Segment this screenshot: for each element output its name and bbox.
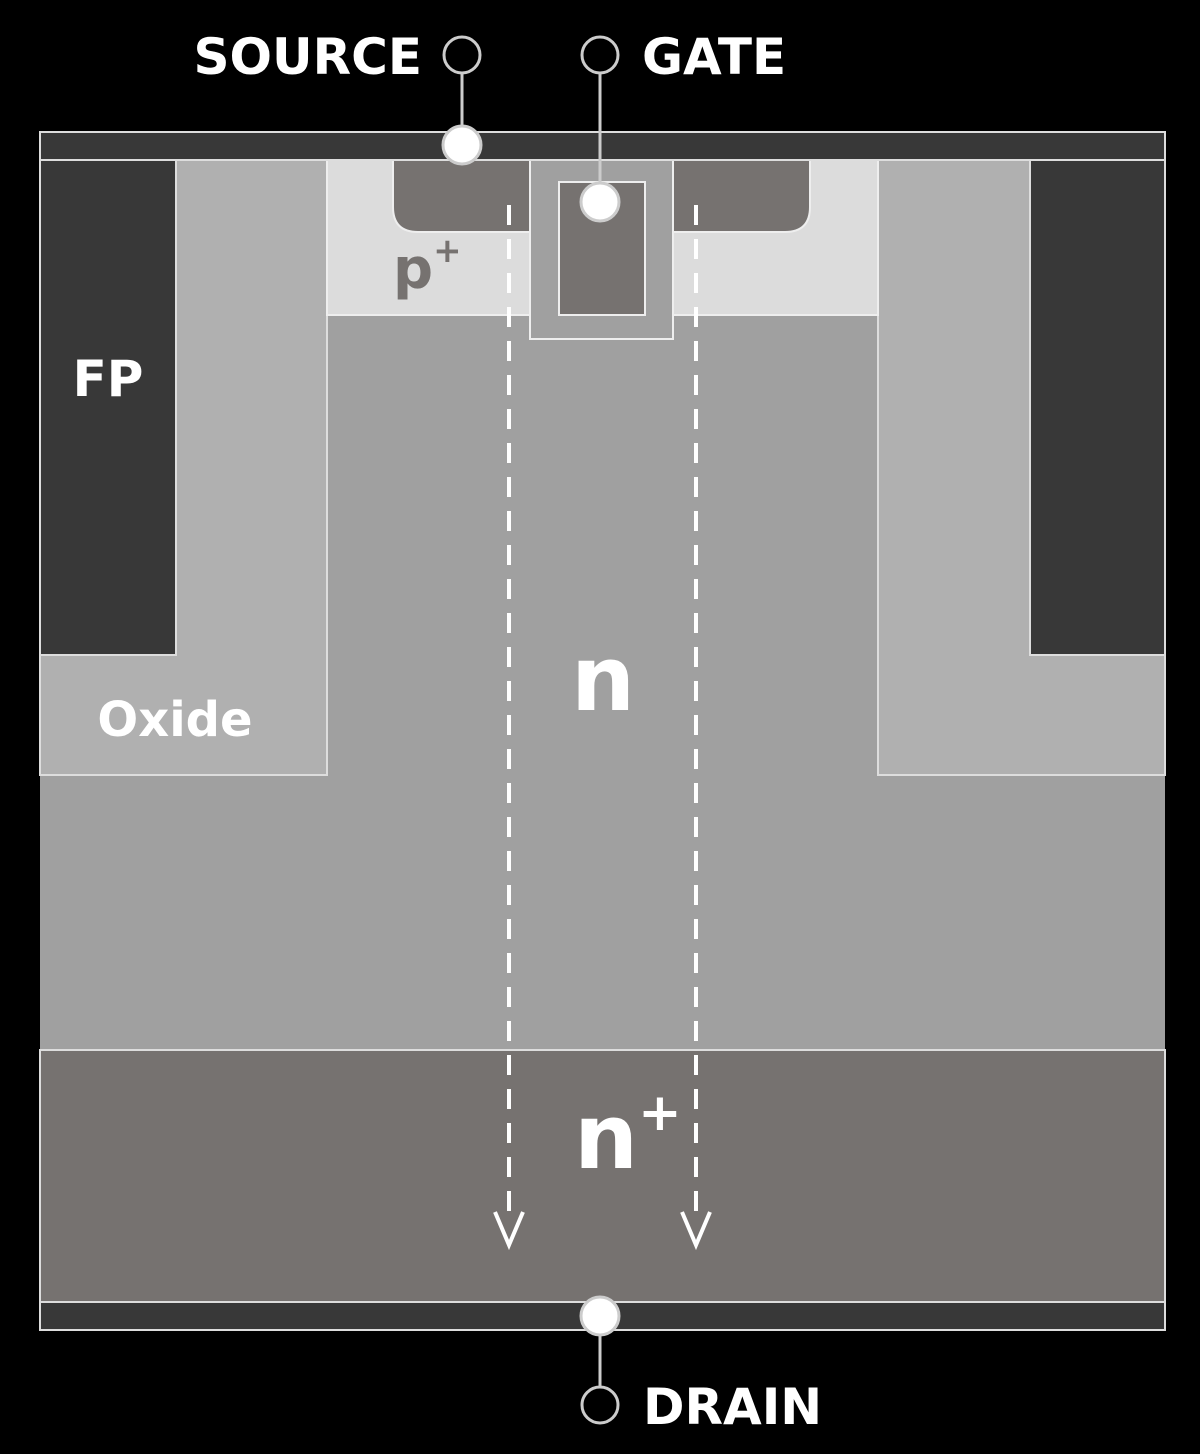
drain-terminal-icon bbox=[580, 1385, 620, 1425]
source-label: SOURCE bbox=[194, 28, 422, 86]
gate-label: GATE bbox=[642, 28, 786, 86]
right-arrowhead-icon bbox=[680, 1211, 712, 1251]
gate-contact-icon bbox=[579, 181, 621, 223]
p-plus-label: p+ bbox=[393, 231, 462, 302]
left-arrowhead-icon bbox=[493, 1211, 525, 1251]
source-terminal-icon bbox=[442, 35, 482, 75]
drain-label: DRAIN bbox=[643, 1378, 822, 1436]
n-region-label: n bbox=[571, 627, 635, 732]
gate-poly bbox=[558, 181, 646, 316]
n-plus-substrate bbox=[39, 1049, 1166, 1303]
drain-contact-icon bbox=[579, 1295, 621, 1337]
right-field-plate bbox=[1029, 159, 1166, 656]
field-plate-label: FP bbox=[73, 350, 144, 408]
gate-terminal-icon bbox=[580, 35, 620, 75]
source-contact-icon bbox=[441, 124, 483, 166]
right-source-n-plus bbox=[672, 159, 811, 233]
n-plus-label: n+ bbox=[574, 1083, 682, 1190]
current-flow-arrows bbox=[493, 205, 712, 1251]
oxide-label: Oxide bbox=[97, 692, 252, 748]
left-source-n-plus bbox=[392, 159, 531, 233]
source-metal bbox=[39, 131, 1166, 161]
